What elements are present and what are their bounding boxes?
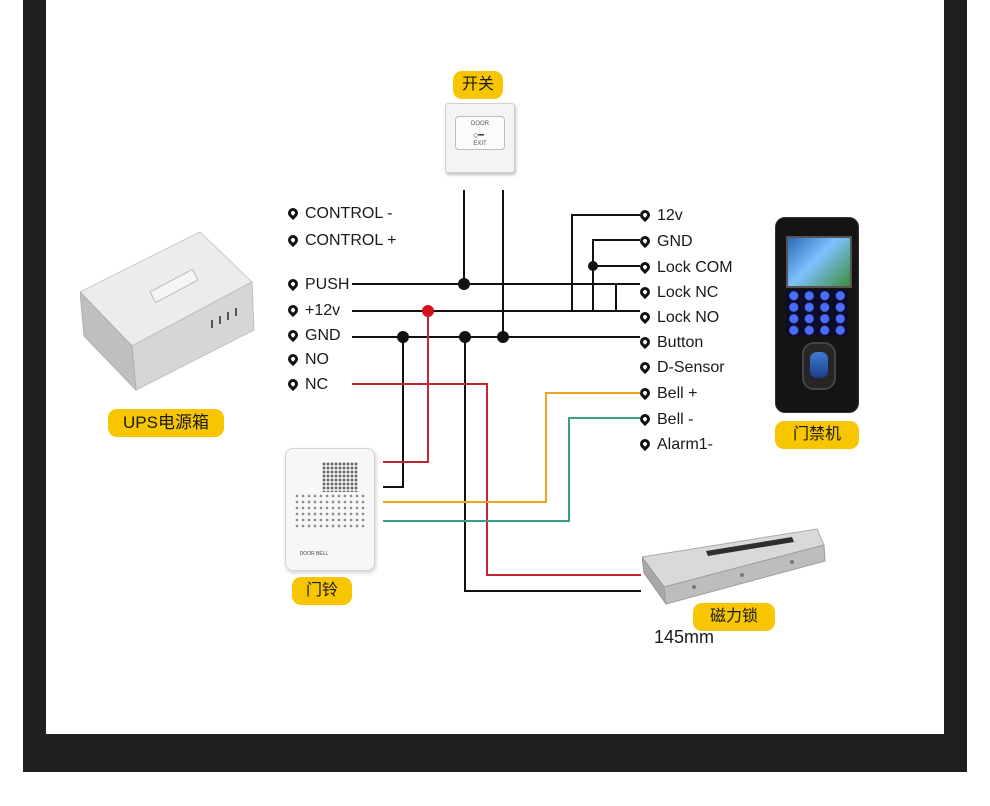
junction-dot-red — [422, 305, 434, 317]
junction-dot — [588, 261, 598, 271]
pin-icon — [637, 233, 653, 249]
key-icon: ○━ — [473, 130, 484, 140]
ups-terminal-nc: NC — [285, 375, 328, 395]
ups-terminal-control-plus: CONTROL + — [285, 231, 396, 251]
pin-icon — [285, 232, 301, 248]
ups-label: UPS电源箱 — [108, 409, 224, 437]
pin-icon — [637, 411, 653, 427]
speaker-grille-icon — [322, 462, 358, 492]
speaker-grille-dots — [294, 493, 366, 529]
junction-dot — [458, 278, 470, 290]
junction-dot — [397, 331, 409, 343]
pin-icon — [285, 351, 301, 367]
ctl-terminal-lock-nc: Lock NC — [637, 283, 718, 303]
ups-terminal-no: NO — [285, 350, 329, 370]
controller-screen — [786, 236, 852, 288]
pin-icon — [637, 385, 653, 401]
junction-dot — [497, 331, 509, 343]
ctl-terminal-gnd: GND — [637, 232, 693, 252]
wire-bell-minus — [383, 417, 640, 522]
pin-icon — [637, 284, 653, 300]
magnetic-lock-device — [641, 527, 827, 607]
exit-exit-text: EXIT — [473, 141, 487, 147]
wire-lock-no — [615, 283, 640, 311]
pin-icon — [637, 436, 653, 452]
fingerprint-sensor-icon — [802, 342, 836, 390]
ctl-terminal-alarm1: Alarm1- — [637, 435, 713, 455]
switch-label: 开关 — [453, 71, 503, 99]
pin-icon — [285, 327, 301, 343]
wire-red-nc — [352, 383, 641, 576]
pin-icon — [285, 376, 301, 392]
wire-ctl-12v — [571, 214, 640, 311]
wire-red-bell — [383, 311, 429, 463]
ctl-terminal-d-sensor: D-Sensor — [637, 358, 725, 378]
wire-ctl-gnd — [592, 239, 640, 311]
pin-icon — [285, 302, 301, 318]
ctl-terminal-12v: 12v — [637, 206, 683, 226]
lock-length-text: 145mm — [654, 627, 715, 647]
pin-icon — [637, 207, 653, 223]
ctl-terminal-lock-no: Lock NO — [637, 308, 719, 328]
wire-bell-gnd — [383, 337, 404, 488]
doorbell-label: 门铃 — [292, 577, 352, 605]
ctl-terminal-lock-com: Lock COM — [637, 258, 733, 278]
exit-door-text: DOOR — [471, 121, 489, 127]
wire-lock-gnd — [464, 337, 641, 592]
doorbell-device: DOOR BELL — [285, 448, 375, 571]
pin-icon — [285, 205, 301, 221]
ups-terminal-control-minus: CONTROL - — [285, 204, 392, 224]
ctl-terminal-bell-minus: Bell - — [637, 410, 693, 430]
ups-terminal-push: PUSH — [285, 275, 349, 295]
pin-icon — [637, 309, 653, 325]
doorbell-text: DOOR BELL — [299, 551, 329, 557]
exit-switch-device: DOOR ○━ EXIT — [445, 103, 515, 173]
pin-icon — [637, 259, 653, 275]
junction-dot — [459, 331, 471, 343]
ups-box-device — [79, 231, 260, 392]
wire-bell-plus — [383, 392, 640, 503]
ctl-terminal-button: Button — [637, 333, 703, 353]
magnetic-lock-label: 磁力锁 — [693, 603, 775, 631]
pin-icon — [637, 334, 653, 350]
ups-terminal-12v: +12v — [285, 301, 340, 321]
pin-icon — [285, 276, 301, 292]
ctl-terminal-bell-plus: Bell + — [637, 384, 697, 404]
pin-icon — [637, 359, 653, 375]
access-controller-label: 门禁机 — [775, 421, 859, 449]
access-controller-device — [775, 217, 859, 413]
controller-keypad — [786, 290, 848, 336]
ups-terminal-gnd: GND — [285, 326, 341, 346]
